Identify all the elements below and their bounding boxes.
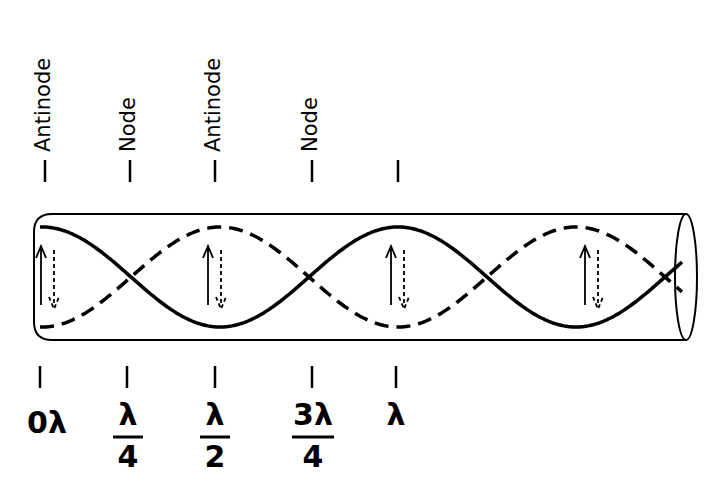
wavelength-label: 0λ [4,408,90,438]
wavelength-label: 2 [172,442,258,472]
position-label: Antinode [33,58,54,152]
up-arrow [580,246,590,305]
wavelength-label: 3λ [270,400,356,430]
tube-outline [34,214,697,340]
up-arrow [386,246,396,305]
up-arrow [203,246,213,305]
wavelength-label: 4 [270,442,356,472]
up-arrow [36,246,46,305]
tick-marks [40,160,398,388]
down-arrow [593,250,603,309]
position-label: Antinode [203,58,224,152]
wavelength-label: λ [172,400,258,430]
wavelength-label: λ [85,400,171,430]
motion-arrows [36,246,603,309]
wavelength-label: 4 [85,442,171,472]
down-arrow [216,250,226,309]
tube-end [675,214,697,340]
down-arrow [399,250,409,309]
tube-body [34,214,686,340]
solid-wave [40,227,682,327]
down-arrow [49,250,59,309]
wavelength-label: λ [353,400,439,430]
dashed-wave [40,227,682,327]
position-label: Node [118,97,139,152]
fraction-bars [113,436,334,439]
position-label: Node [300,97,321,152]
